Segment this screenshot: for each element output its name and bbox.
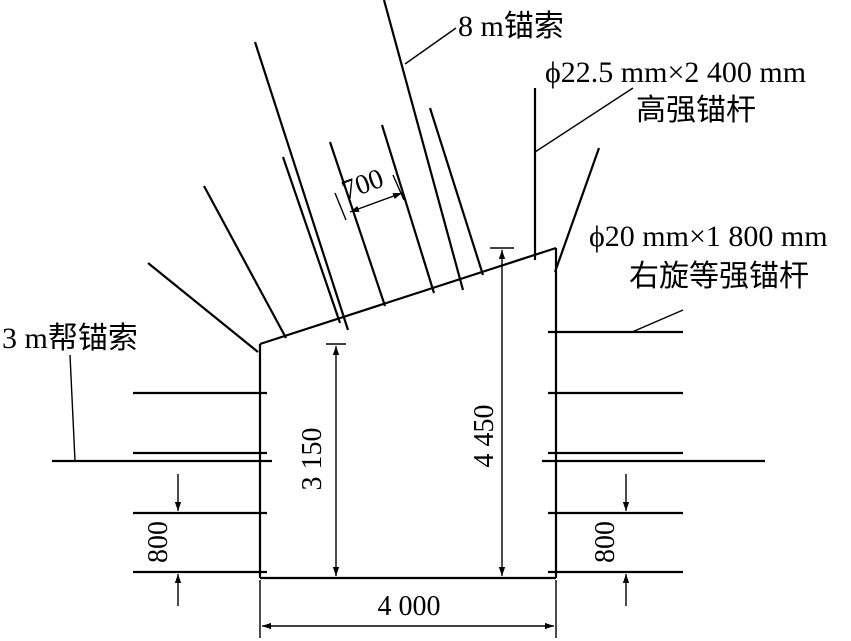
roadway-outline [258,246,558,580]
label-high-bolt-spec: ϕ22.5 mm×2 400 mm [545,56,806,89]
label-right-bolt-name: 右旋等强锚杆 [629,260,809,293]
roof-bolt-corner-left [147,262,259,353]
label-right-bolt-spec: ϕ20 mm×1 800 mm [589,220,828,253]
roof-bolt [380,124,436,294]
roof-bolt [328,141,387,307]
dim-3150-label: 3 150 [297,428,328,491]
dim-700-label: 700 [338,163,388,206]
roof-supports [147,0,601,353]
roof-bolt [281,156,342,324]
dim-4450: 4 450 [469,247,514,576]
leader-high-bolt [534,87,634,153]
roof-cable [382,0,465,291]
roof-bolt-corner-right [553,147,601,273]
dim-3150: 3 150 [297,343,346,576]
dim-800-left: 800 [143,474,182,606]
right-rib-supports [542,330,765,574]
component-labels: 8 m锚索 ϕ22.5 mm×2 400 mm 高强锚杆 ϕ20 mm×1 80… [2,10,828,355]
dim-800-left-label: 800 [143,521,174,563]
dim-800-right-label: 800 [590,521,621,563]
label-8m-cable: 8 m锚索 [458,10,564,43]
dim-4000-label: 4 000 [378,591,441,622]
roof-cable [253,41,350,331]
leader-3m-cable [69,354,76,462]
leader-right-bolt [631,309,684,333]
dim-4000: 4 000 [259,580,557,638]
label-high-bolt-name: 高强锚杆 [636,94,756,127]
roof-bolt [203,185,287,339]
dim-700: 700 [334,163,405,221]
dim-4450-label: 4 450 [469,405,500,468]
left-rib-supports [52,391,272,574]
label-3m-cable: 3 m帮锚索 [2,322,138,355]
dim-800-right: 800 [590,474,630,606]
leader-8m-cable [404,27,457,65]
roof-bolt [428,107,485,276]
leader-lines [69,27,684,462]
